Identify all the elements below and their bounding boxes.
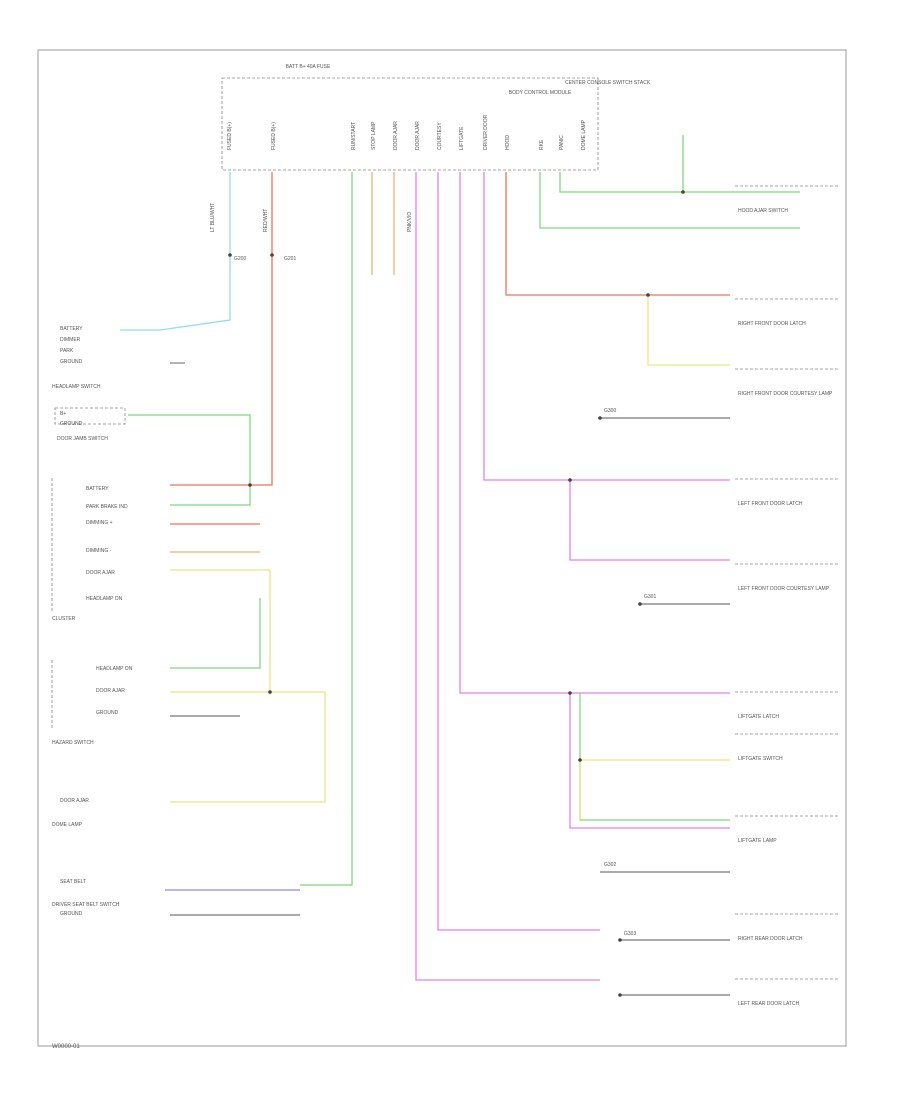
component-label-headlamp_sw: HEADLAMP SWITCH xyxy=(52,384,101,390)
component-pin-label: DOOR AJAR xyxy=(86,570,115,576)
splice-dot xyxy=(270,253,274,257)
module-side-label: CENTER CONSOLE SWITCH STACK xyxy=(565,80,651,86)
component-label-rr_door: RIGHT REAR DOOR LATCH xyxy=(738,936,803,942)
component-box-door_sw xyxy=(54,407,126,425)
module-pin-label: LIFTGATE xyxy=(459,126,465,150)
component-pin-label: HEADLAMP ON xyxy=(96,666,133,672)
wire-grn-3 xyxy=(170,598,261,669)
component-pin-label: GROUND xyxy=(60,359,83,365)
splice-dot xyxy=(568,691,572,695)
module-pin-label: DOME LAMP xyxy=(581,119,587,150)
module-pin-label: COURTESY xyxy=(437,122,443,150)
component-label-seat_belt: DRIVER SEAT BELT SWITCH xyxy=(52,902,120,908)
ground-label: G302 xyxy=(604,862,616,868)
component-pin-label: SEAT BELT xyxy=(60,879,86,885)
component-label-lf_door: LEFT FRONT DOOR LATCH xyxy=(738,501,803,507)
wire-label-mg: PNK/VIO xyxy=(407,212,413,232)
component-pin-label: HEADLAMP ON xyxy=(86,596,123,602)
module-pin-label: HOOD xyxy=(505,135,511,150)
splice-dot xyxy=(598,416,602,420)
splice-dot xyxy=(638,602,642,606)
wire-yel-1 xyxy=(170,569,271,695)
wire-grn-5 xyxy=(539,172,800,229)
component-pin-label: DIMMING + xyxy=(86,520,113,526)
component-pin-label: GROUND xyxy=(96,710,119,716)
wire-mg-1 xyxy=(415,172,600,981)
component-pin-label: DIMMING - xyxy=(86,548,112,554)
component-pin-label: DOOR AJAR xyxy=(60,798,89,804)
component-label-rf_door_lamp: RIGHT FRONT DOOR COURTESY LAMP xyxy=(738,391,833,397)
component-pin-label: BATTERY xyxy=(86,486,109,492)
ground-label: G201 xyxy=(284,256,296,262)
splice-dot xyxy=(681,190,685,194)
ground-label: G200 xyxy=(234,256,246,262)
wire-mg-6 xyxy=(569,693,730,829)
wire-grn-2 xyxy=(300,172,353,886)
component-label-liftgate_lamp: LIFTGATE LAMP xyxy=(738,838,777,844)
body-control-module-box xyxy=(221,77,599,171)
module-pin-label: FUSED B(+) xyxy=(227,122,233,150)
component-pin-label: GROUND xyxy=(60,911,83,917)
component-label-hood_ajar: HOOD AJAR SWITCH xyxy=(738,208,788,214)
component-label-door_sw: DOOR JAMB SWITCH xyxy=(57,436,108,442)
wire-mg-4 xyxy=(483,172,730,481)
component-pin-label: PARK BRAKE IND xyxy=(86,504,128,510)
splice-dot xyxy=(618,938,622,942)
component-pin-label: PARK xyxy=(60,348,74,354)
component-label-dome_lamp: DOME LAMP xyxy=(52,822,83,828)
ground-label: G301 xyxy=(644,594,656,600)
module-top-label: BATT B+ 40A FUSE xyxy=(286,64,331,70)
module-pin-label: DOOR AJAR xyxy=(415,121,421,150)
component-pin-label: B+ xyxy=(60,411,66,417)
component-pin-label: GROUND xyxy=(60,421,83,427)
ground-label: G303 xyxy=(624,931,636,937)
splice-dot xyxy=(568,478,572,482)
splice-dot xyxy=(248,483,252,487)
component-label-lr_door: LEFT REAR DOOR LATCH xyxy=(738,1001,800,1007)
component-label-hazard_sw: HAZARD SWITCH xyxy=(52,740,94,746)
wire-grn-6 xyxy=(559,172,800,193)
footer-code: W0000-01 xyxy=(52,1044,80,1050)
module-pin-label: RKE xyxy=(539,139,545,150)
wire-yel-3 xyxy=(647,295,730,366)
component-label-lf_door_lamp: LEFT FRONT DOOR COURTESY LAMP xyxy=(738,586,830,592)
module-pin-label: FUSED B(+) xyxy=(271,122,277,150)
wire-lt-blu xyxy=(120,172,231,331)
component-pin-label: DOOR AJAR xyxy=(96,688,125,694)
module-pin-label: STOP LAMP xyxy=(371,121,377,150)
module-title: BODY CONTROL MODULE xyxy=(509,90,572,96)
component-label-liftgate_sw: LIFTGATE SWITCH xyxy=(738,756,783,762)
component-pin-label: DIMMER xyxy=(60,337,81,343)
splice-dot xyxy=(578,758,582,762)
wire-red-2 xyxy=(505,172,730,296)
wire-red xyxy=(170,172,273,486)
component-label-cluster: CLUSTER xyxy=(52,616,76,622)
splice-dot xyxy=(618,993,622,997)
splice-dot xyxy=(228,253,232,257)
wire-mg-3 xyxy=(459,172,730,694)
wire-label-rd: RED/WHT xyxy=(263,209,269,232)
module-pin-label: RUN/START xyxy=(351,122,357,150)
module-pin-label: DRIVER DOOR xyxy=(483,114,489,150)
wire-mg-5 xyxy=(569,480,730,561)
wire-yel-2 xyxy=(170,691,326,803)
module-pin-label: PANIC xyxy=(559,135,565,150)
component-pin-label: BATTERY xyxy=(60,326,83,332)
wire-label-lb: LT BLU/WHT xyxy=(210,203,216,232)
wire-grn-4 xyxy=(579,693,730,821)
component-label-rf_door: RIGHT FRONT DOOR LATCH xyxy=(738,321,806,327)
splice-dot xyxy=(268,690,272,694)
component-label-liftgate: LIFTGATE LATCH xyxy=(738,714,779,720)
module-pin-label: DOOR AJAR xyxy=(393,121,399,150)
splice-dot xyxy=(646,293,650,297)
wire-mg-2 xyxy=(437,172,600,931)
diagram-frame xyxy=(37,49,847,1047)
ground-label: G300 xyxy=(604,408,616,414)
wire-grn-1 xyxy=(128,414,251,506)
